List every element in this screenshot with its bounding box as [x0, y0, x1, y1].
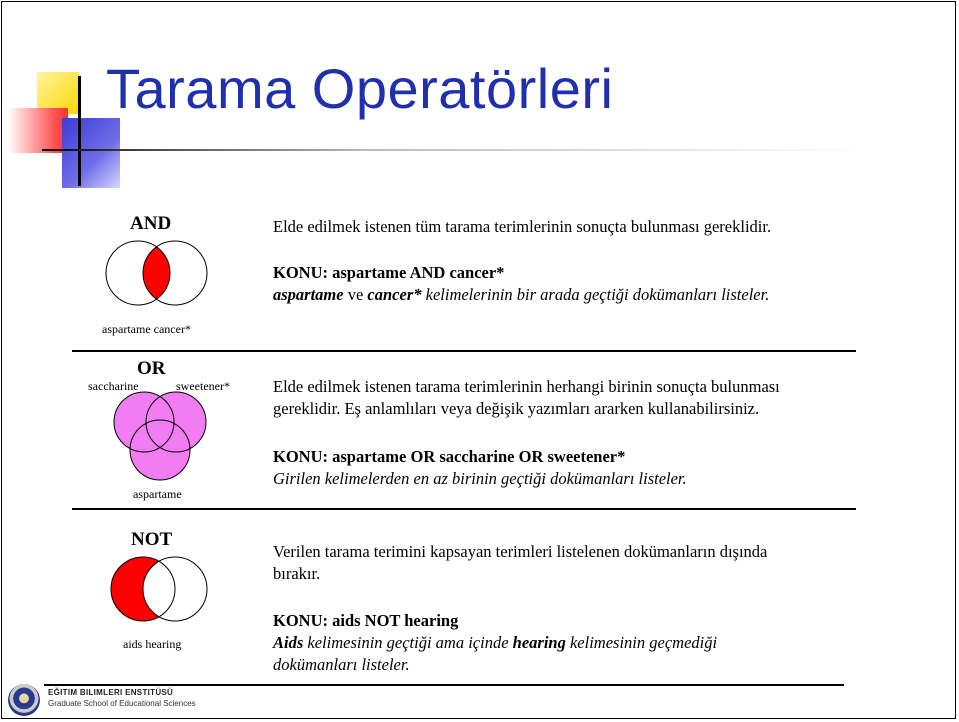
or-venn-fill	[114, 392, 206, 480]
or-circle-bottom	[129, 419, 191, 481]
footer-institute-name: EĞITIM BILIMLERI ENSTITÜSÜ	[48, 688, 174, 697]
or-description-line1: Elde edilmek istenen tarama terimlerinin…	[273, 377, 780, 396]
and-operator-label: AND	[130, 213, 172, 234]
not-result-rest: kelimesinin geçmediği	[565, 633, 718, 652]
decorative-yellow-square	[37, 72, 79, 114]
and-venn-caption: aspartame cancer*	[102, 322, 191, 336]
and-circle-right	[142, 240, 208, 306]
not-operator-label: NOT	[131, 529, 173, 550]
not-description-line2: bırakır.	[273, 564, 321, 583]
or-venn-label-left: saccharine	[88, 379, 139, 393]
not-venn-diagram	[110, 556, 208, 622]
not-result-mid: kelimesinin geçtiği ama içinde	[303, 633, 513, 652]
decorative-blue-square	[62, 118, 120, 188]
and-result-term2: cancer*	[367, 285, 422, 304]
decorative-red-square	[8, 108, 68, 153]
or-venn-diagram	[113, 391, 207, 481]
or-example-query-text: KONU: aspartame OR saccharine OR sweeten…	[273, 447, 626, 466]
or-operator-label: OR	[137, 358, 166, 379]
and-result-mid: ve	[343, 285, 368, 304]
title-underline	[42, 149, 862, 151]
not-example-query-text: KONU: aids NOT hearing	[273, 611, 459, 630]
divider-2	[72, 508, 856, 510]
not-result-term2: hearing	[512, 633, 566, 652]
not-result: Aids kelimesinin geçtiği ama içinde hear…	[273, 632, 717, 654]
divider-3	[44, 684, 844, 686]
and-description: Elde edilmek istenen tüm tarama terimler…	[273, 217, 772, 236]
and-intersection	[143, 241, 170, 305]
or-circle-right	[145, 391, 207, 453]
not-circle-left	[110, 556, 176, 622]
decorative-vertical-line	[78, 76, 81, 186]
not-example-query: KONU: aids NOT hearing	[273, 610, 458, 632]
and-result: aspartame ve cancer* kelimelerinin bir a…	[273, 284, 769, 306]
not-result-term1: Aids	[273, 633, 304, 652]
not-venn-caption: aids hearing	[123, 637, 182, 651]
and-venn-diagram	[105, 240, 208, 306]
slide-title: Tarama Operatörleri	[106, 57, 614, 120]
not-circle-right	[142, 556, 208, 622]
and-circle-left	[105, 240, 171, 306]
not-description-line1: Verilen tarama terimini kapsayan terimle…	[273, 542, 768, 561]
or-venn-label-bottom: aspartame	[133, 487, 182, 501]
or-description-line2: gereklidir. Eş anlamlıları veya değişik …	[273, 399, 760, 418]
and-result-rest: kelimelerinin bir arada geçtiği dokümanl…	[421, 285, 770, 304]
divider-1	[72, 350, 856, 352]
or-circle-left	[113, 391, 175, 453]
institute-seal-icon	[8, 684, 40, 716]
and-example-query: KONU: aspartame AND cancer*	[273, 262, 504, 284]
and-example-query-text: KONU: aspartame AND cancer*	[273, 263, 505, 282]
or-example-query: KONU: aspartame OR saccharine OR sweeten…	[273, 446, 625, 468]
or-venn-label-right: sweetener*	[176, 379, 230, 393]
not-result-line2: dokümanları listeler.	[273, 655, 410, 674]
and-result-term1: aspartame	[273, 285, 344, 304]
footer-institute-name-en: Graduate School of Educational Sciences	[48, 699, 196, 708]
or-result: Girilen kelimelerden en az birinin geçti…	[273, 469, 687, 488]
